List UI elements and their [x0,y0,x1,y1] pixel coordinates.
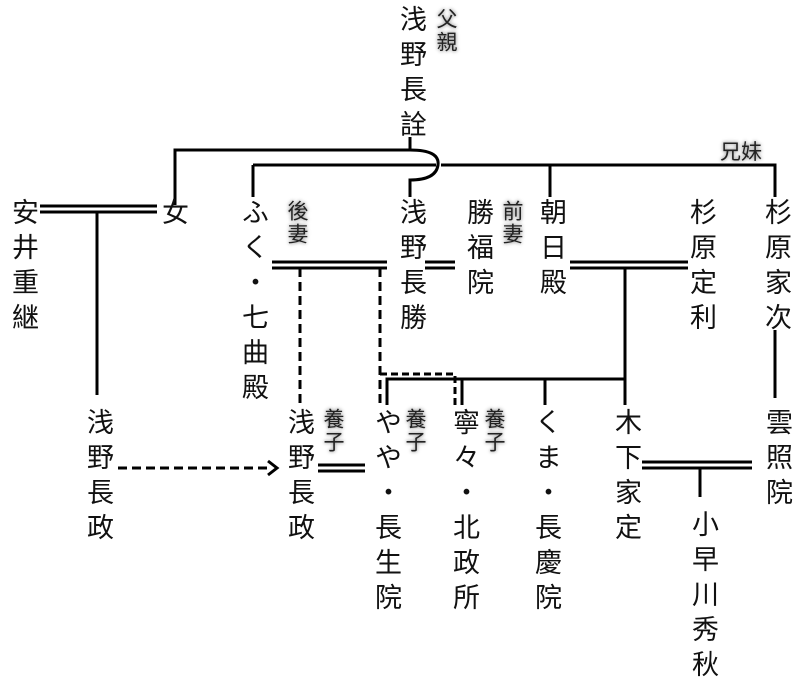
label-first-wife: 前妻 [500,200,524,246]
person-sadatoshi: 杉原定利 [685,198,716,338]
person-iesada: 木下家定 [610,408,641,548]
marriage-fuku-nagakatsu [272,260,387,270]
person-nene: 寧々・北政所 [448,408,479,618]
marriage-nagamasa-yaya [318,463,365,473]
father-line [173,137,412,205]
marriage-iesada-unshoin [642,460,752,470]
label-adopted-nene: 養子 [482,408,506,454]
person-nagamasa-adopted: 浅野長政 [283,408,314,548]
label-adopted-nagamasa: 養子 [321,408,345,454]
person-shofukuin: 勝福院 [462,198,493,303]
marriage-yasui-onna [40,204,157,214]
label-father: 父親 [434,8,458,54]
label-second-wife: 後妻 [285,200,309,246]
person-nagamasa-birth: 浅野長政 [82,408,113,548]
person-asahi: 朝日殿 [535,198,566,303]
person-hideaki: 小早川秀秋 [687,510,718,680]
adoption-line-nene [380,372,457,405]
label-adopted-yaya: 養子 [403,408,427,454]
sibling-line [251,163,777,197]
person-kuma: くま・長慶院 [530,408,561,618]
label-siblings: 兄妹 [720,140,762,164]
marriage-asahi-sadatoshi [570,260,688,270]
marriage-nagakatsu-shofukuin [425,260,455,270]
person-onna: 女 [157,198,188,233]
line-crossing-arc [408,148,440,197]
arrow-head-icon [267,459,280,477]
person-yasui: 安井重継 [7,198,38,338]
person-nagakatsu: 浅野長勝 [395,198,426,338]
person-fuku: ふく・七曲殿 [237,198,268,408]
person-unshoin: 雲照院 [761,408,792,513]
person-nagachika: 浅野長詮 [395,5,426,145]
person-yaya: やや・長生院 [370,408,401,618]
person-ietsugu: 杉原家次 [760,198,791,338]
children-line [385,268,627,405]
